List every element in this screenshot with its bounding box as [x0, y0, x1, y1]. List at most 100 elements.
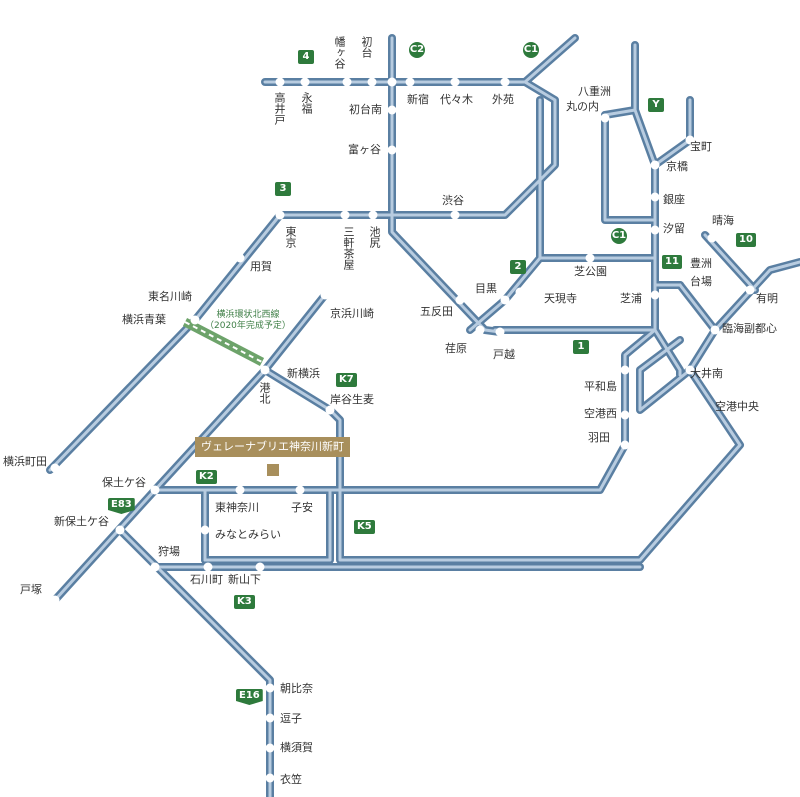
- station-minatomirai: みなとみらい: [215, 528, 281, 541]
- junction-node: [620, 440, 630, 450]
- planned-route-dash: [184, 321, 263, 363]
- junction-node: [650, 225, 660, 235]
- station-yaesu: 八重洲: [578, 85, 611, 98]
- station-gaien: 外苑: [492, 93, 514, 106]
- harumi-line-inner: [703, 233, 757, 292]
- station-yokohamaaoba: 横浜青葉: [122, 313, 166, 326]
- junction-node: [515, 287, 525, 297]
- station-kariba: 狩場: [158, 545, 180, 558]
- route-c1-badge-top: C1: [523, 42, 539, 58]
- station-tokyo: 東京: [284, 226, 297, 248]
- route-11-badge: 11: [662, 255, 682, 269]
- station-gotanda: 五反田: [420, 305, 453, 318]
- route-k3-badge: K3: [234, 595, 255, 609]
- station-ginza: 銀座: [663, 193, 685, 206]
- station-shinhodogaya: 新保土ケ谷: [54, 515, 109, 528]
- property-marker: [267, 464, 279, 476]
- route-1-badge: 1: [573, 340, 589, 354]
- route-3-line: [46, 78, 559, 474]
- junction-node: [260, 365, 270, 375]
- route-10-badge: 10: [736, 233, 756, 247]
- station-toyosu: 豊洲: [690, 257, 712, 270]
- junction-node: [367, 77, 377, 87]
- junction-node: [700, 280, 710, 290]
- station-kishiya: 岸谷生麦: [330, 393, 374, 406]
- station-hatsudaiminami: 初台南: [349, 103, 382, 116]
- junction-node: [235, 485, 245, 495]
- junction-node: [745, 285, 755, 295]
- junction-node: [295, 485, 305, 495]
- route-k5-badge: K5: [354, 520, 375, 534]
- junction-node: [265, 683, 275, 693]
- station-heiwajima: 平和島: [584, 380, 617, 393]
- junction-node: [710, 325, 720, 335]
- junction-node: [265, 713, 275, 723]
- junction-node: [342, 77, 352, 87]
- station-sangenjaya: 三軒茶屋: [342, 226, 355, 270]
- junction-node: [495, 327, 505, 337]
- station-harumi: 晴海: [712, 214, 734, 227]
- junction-node: [475, 325, 485, 335]
- junction-node: [620, 365, 630, 375]
- wangan-line-inner: [678, 260, 800, 332]
- junction-node: [340, 210, 350, 220]
- junction-node: [387, 105, 397, 115]
- junction-node: [650, 192, 660, 202]
- junction-node: [455, 295, 465, 305]
- station-shinyokohama: 新横浜: [287, 367, 320, 380]
- k7-line-inner: [263, 368, 332, 412]
- station-ishikawacho: 石川町: [190, 573, 223, 586]
- station-higashikanagawa: 東神奈川: [215, 501, 259, 514]
- junction-node: [685, 365, 695, 375]
- station-tomigaya: 富ヶ谷: [348, 143, 381, 156]
- station-kukochuo: 空港中央: [715, 400, 759, 413]
- route-y-right2-inner: [633, 108, 657, 167]
- junction-node: [190, 315, 200, 325]
- station-shibuya: 渋谷: [442, 194, 464, 207]
- station-shibakoen: 芝公園: [574, 265, 607, 278]
- station-kukonishi: 空港西: [584, 407, 617, 420]
- route-e16-badge: E16: [236, 689, 263, 705]
- station-yoga: 用賀: [250, 260, 272, 273]
- station-takaido: 高井戸: [273, 92, 286, 125]
- junction-node: [325, 405, 335, 415]
- route-c2-badge: C2: [409, 42, 425, 58]
- station-eifuku: 永福: [300, 92, 313, 114]
- station-ariake: 有明: [756, 292, 778, 305]
- junction-node: [600, 113, 610, 123]
- station-tengenji: 天現寺: [544, 292, 577, 305]
- junction-node: [585, 253, 595, 263]
- route-3-line-inner: [48, 80, 557, 472]
- junction-node: [275, 210, 285, 220]
- station-ebara: 荏原: [445, 342, 467, 355]
- kuko-loop: [326, 366, 744, 564]
- junction-node: [320, 290, 330, 300]
- station-shinyamashita: 新山下: [228, 573, 261, 586]
- station-hatagaya: 幡ヶ谷: [333, 36, 346, 69]
- route-c1-badge-mid: C1: [611, 228, 627, 244]
- junction-node: [203, 562, 213, 572]
- junction-node: [387, 145, 397, 155]
- station-ooi: 大井南: [690, 367, 723, 380]
- junction-node: [387, 77, 397, 87]
- route-2-line-inner: [468, 256, 657, 332]
- route-k7-badge: K7: [336, 373, 357, 387]
- keihin-line-inner: [53, 293, 327, 602]
- junction-node: [300, 77, 310, 87]
- junction-node: [500, 295, 510, 305]
- junction-node: [450, 210, 460, 220]
- route-y-right: [601, 41, 639, 119]
- station-totsuka: 戸塚: [20, 583, 42, 596]
- station-koyasu: 子安: [291, 501, 313, 514]
- route-2-badge: 2: [510, 260, 526, 274]
- junction-node: [450, 77, 460, 87]
- route-y-right-inner: [603, 43, 637, 117]
- planned-line-date: （2020年完成予定）: [205, 321, 291, 331]
- route-y-line: [601, 111, 659, 224]
- station-kinugasa: 衣笠: [280, 773, 302, 786]
- junction-node: [50, 595, 60, 605]
- station-yoyogi: 代々木: [440, 93, 473, 106]
- station-takaracho: 宝町: [690, 140, 712, 153]
- junction-node: [200, 525, 210, 535]
